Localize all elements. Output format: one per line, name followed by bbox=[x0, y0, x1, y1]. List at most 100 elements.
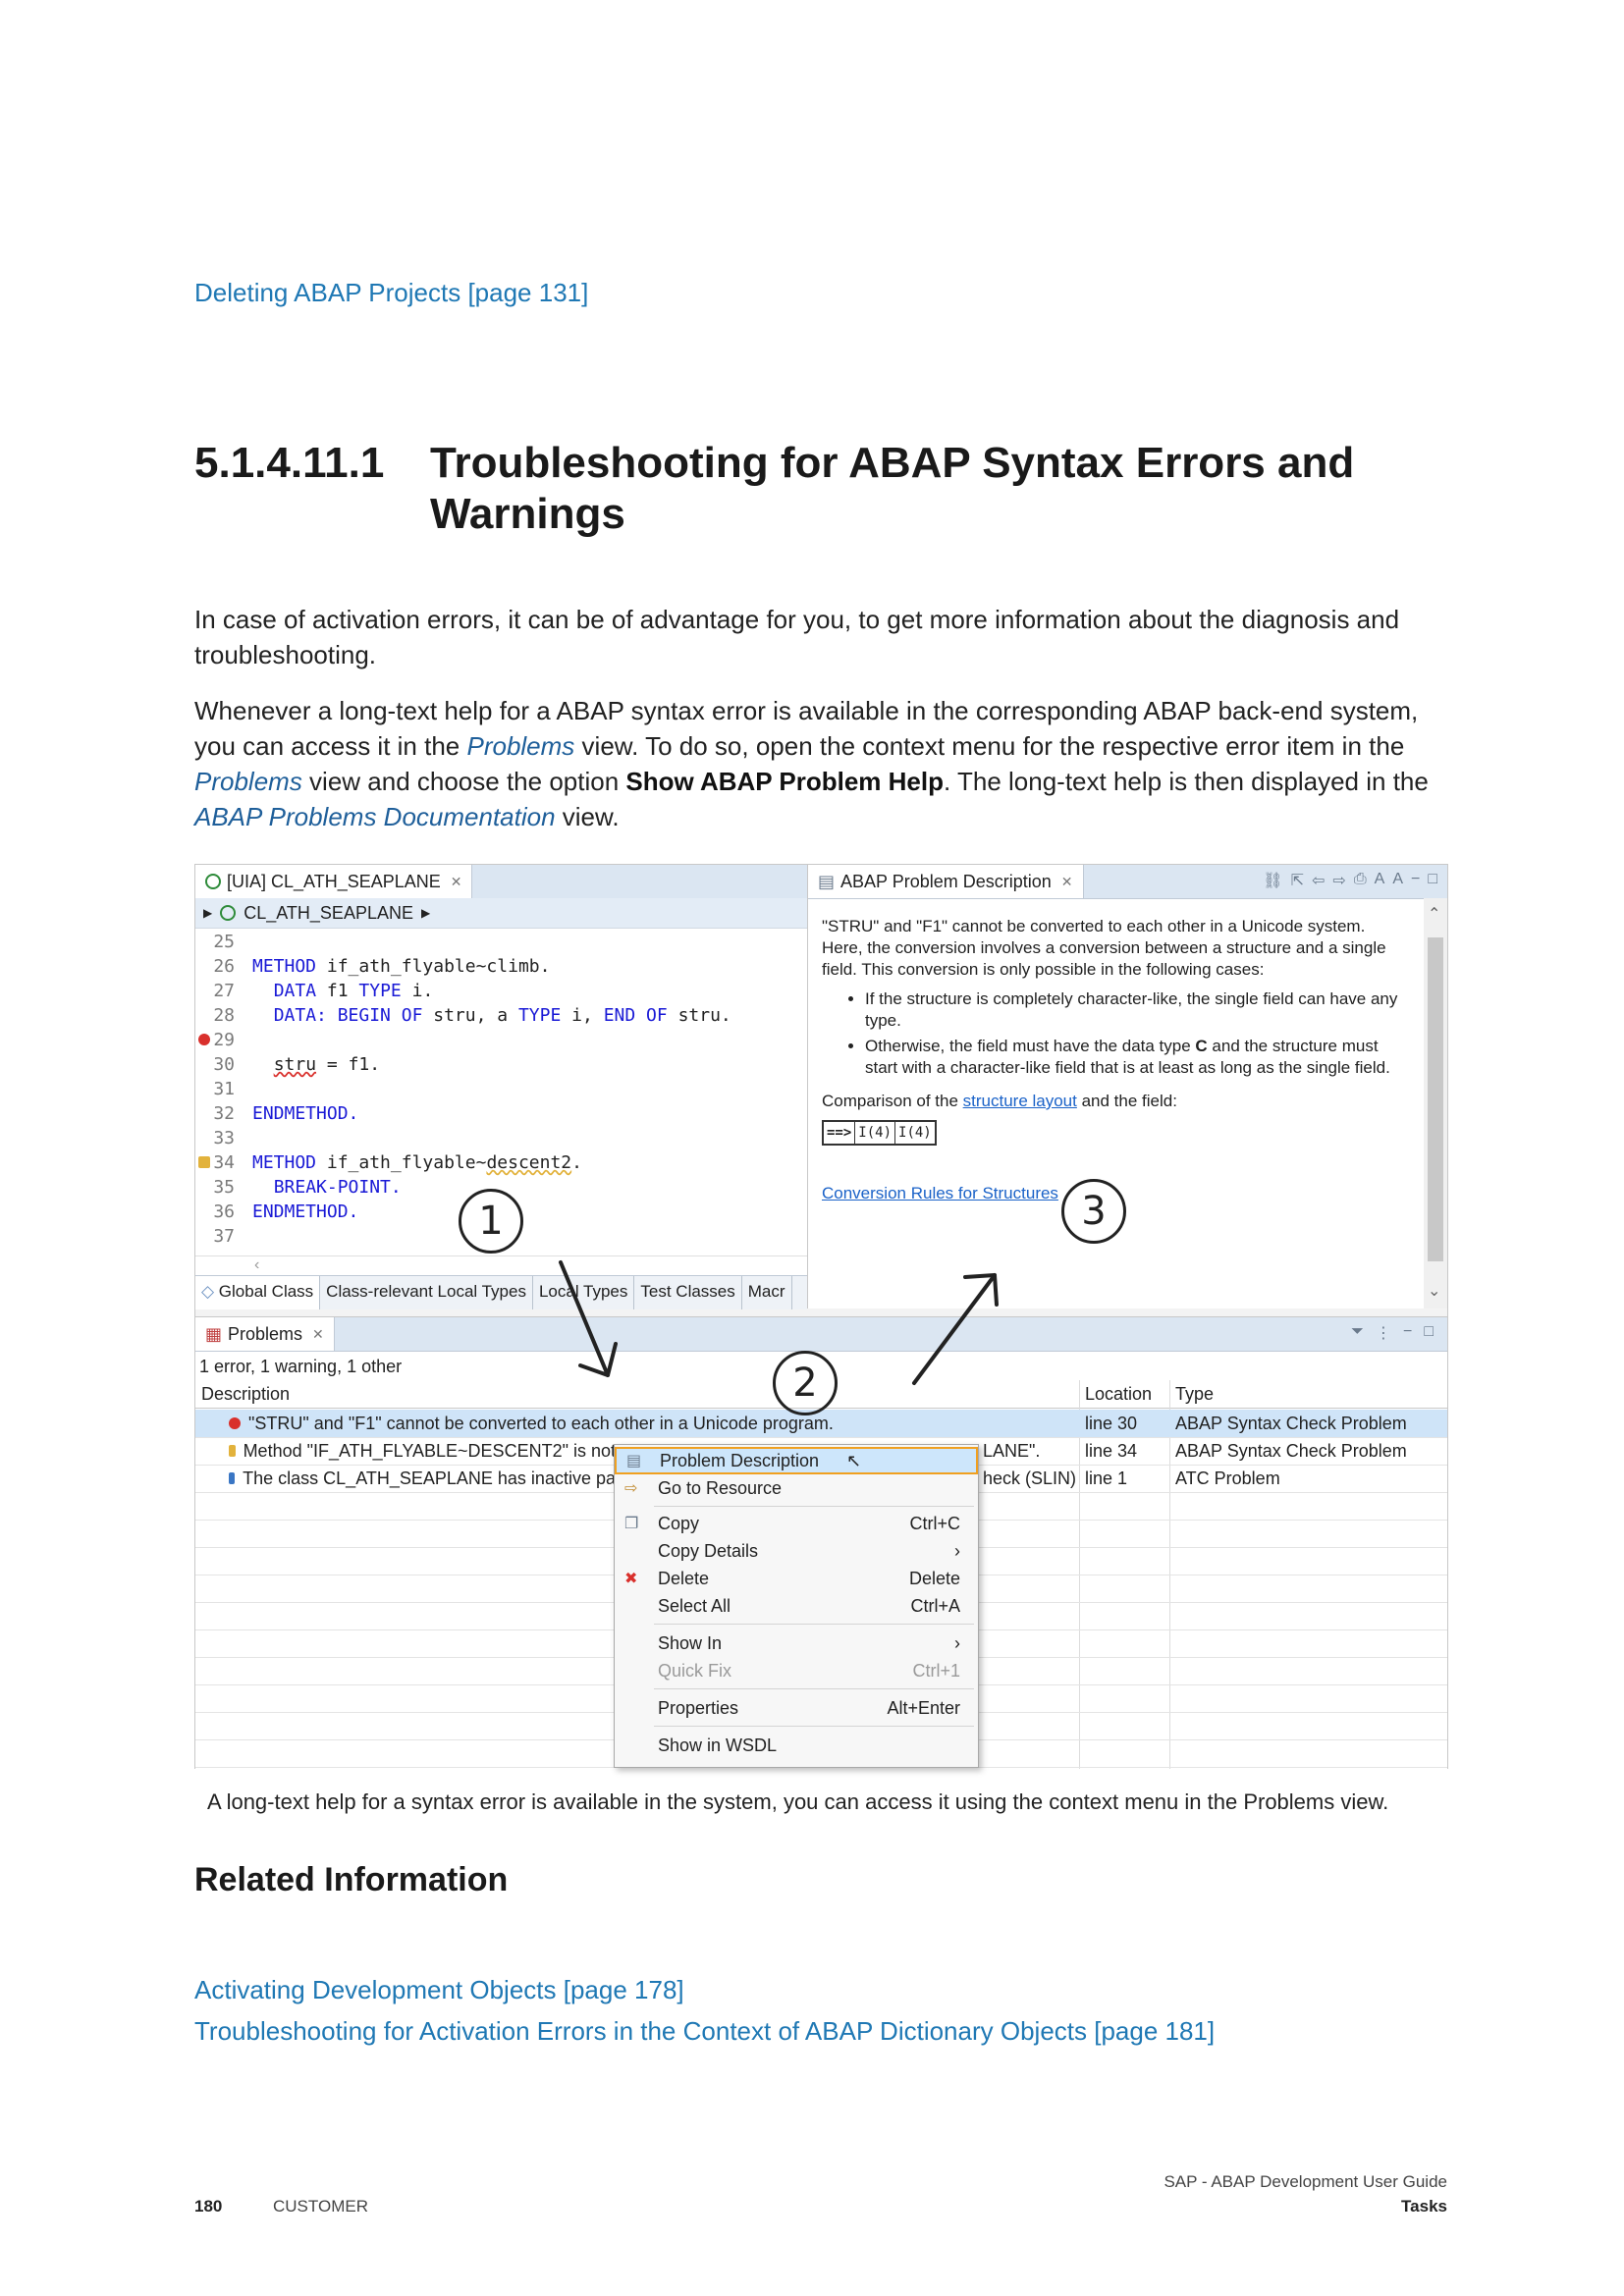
font-decrease-icon[interactable]: A bbox=[1392, 871, 1403, 887]
intro-paragraph: In case of activation errors, it can be … bbox=[194, 605, 1400, 669]
document-icon: ▤ bbox=[818, 871, 836, 891]
scroll-down-icon[interactable]: ⌄ bbox=[1428, 1283, 1441, 1300]
doc-intro: "STRU" and "F1" cannot be converted to e… bbox=[822, 917, 1386, 979]
copy-icon: ❐ bbox=[624, 1516, 639, 1532]
menu-item-go-to-resource[interactable]: ⇨Go to Resource bbox=[624, 1477, 783, 1498]
editor-tab[interactable]: [UIA] CL_ATH_SEAPLANE ✕ bbox=[195, 865, 473, 898]
doc-tab-label: ABAP Problem Description bbox=[840, 871, 1052, 891]
abap-editor-pane: [UIA] CL_ATH_SEAPLANE ✕ ▶ CL_ATH_SEAPLAN… bbox=[195, 865, 808, 1309]
chevron-right-icon[interactable]: ▶ bbox=[420, 906, 431, 920]
cursor-icon: ↖ bbox=[846, 1450, 862, 1470]
horizontal-scrollbar[interactable]: ‹ bbox=[195, 1255, 807, 1276]
conversion-rules-link[interactable]: Conversion Rules for Structures bbox=[822, 1184, 1058, 1202]
maximize-icon[interactable]: □ bbox=[1424, 1323, 1434, 1340]
footer-page-number: 180 bbox=[194, 2197, 223, 2216]
forward-icon[interactable]: ⇨ bbox=[1332, 873, 1346, 889]
doc-bullet: Otherwise, the field must have the data … bbox=[865, 1036, 1401, 1079]
problems-toolbar: ⏷ ⋮ − □ bbox=[1351, 1323, 1434, 1343]
minimize-icon[interactable]: − bbox=[1402, 1323, 1413, 1340]
scroll-left-icon[interactable]: ‹ bbox=[254, 1256, 260, 1273]
code-line: 28 DATA: BEGIN OF stru, a TYPE i, END OF… bbox=[213, 1005, 731, 1026]
close-icon[interactable]: ✕ bbox=[1060, 873, 1073, 889]
view-menu-icon[interactable]: ⋮ bbox=[1375, 1325, 1391, 1342]
code-line: 37 bbox=[213, 1226, 235, 1247]
print-icon[interactable]: ⎙ bbox=[1353, 871, 1367, 887]
heading-line1: Troubleshooting for ABAP Syntax Errors a… bbox=[430, 439, 1355, 487]
close-icon[interactable]: ✕ bbox=[450, 873, 462, 889]
menu-separator bbox=[654, 1624, 974, 1625]
editor-tab-label: [UIA] CL_ATH_SEAPLANE bbox=[227, 871, 441, 891]
tab-macros[interactable]: Macr bbox=[742, 1276, 792, 1309]
structure-layout-link[interactable]: structure layout bbox=[962, 1092, 1077, 1110]
maximize-icon[interactable]: □ bbox=[1428, 871, 1437, 887]
tab-class-relevant-local-types[interactable]: Class-relevant Local Types bbox=[320, 1276, 533, 1309]
error-icon bbox=[229, 1417, 241, 1429]
vertical-scrollbar[interactable]: ⌃ ⌄ bbox=[1424, 898, 1447, 1308]
code-line: 29 bbox=[213, 1030, 235, 1050]
context-menu: ▤Problem Description↖ ⇨Go to Resource ❐C… bbox=[614, 1444, 979, 1768]
top-related-link[interactable]: Deleting ABAP Projects [page 131] bbox=[194, 278, 589, 307]
doc-bullets: If the structure is completely character… bbox=[822, 988, 1401, 1079]
para2-text5: view. bbox=[555, 802, 620, 831]
editor-bottom-tabs: ◇ Global Class Class-relevant Local Type… bbox=[195, 1275, 807, 1309]
figure-caption: A long-text help for a syntax error is a… bbox=[207, 1789, 1389, 1814]
editor-breadcrumb[interactable]: ▶ CL_ATH_SEAPLANE ▶ bbox=[195, 898, 807, 929]
expand-arrow-icon[interactable]: ▶ bbox=[203, 906, 213, 920]
open-external-icon[interactable]: ⇱ bbox=[1290, 873, 1305, 889]
tab-local-types[interactable]: Local Types bbox=[533, 1276, 635, 1309]
code-line: 33 bbox=[213, 1128, 235, 1148]
code-line: 25 bbox=[213, 932, 235, 952]
menu-item-problem-description[interactable]: ▤Problem Description↖ bbox=[615, 1447, 978, 1474]
column-header-description[interactable]: Description bbox=[201, 1383, 291, 1404]
doc-comparison: Comparison of the structure layout and t… bbox=[822, 1092, 1177, 1110]
error-marker-icon[interactable] bbox=[198, 1034, 210, 1045]
problems-view-ref: Problems bbox=[466, 731, 575, 761]
code-line: 35 BREAK-POINT. bbox=[213, 1177, 402, 1198]
link-editor-icon[interactable]: ⛓ bbox=[1263, 873, 1283, 889]
menu-item-copy-details[interactable]: Copy Details› bbox=[658, 1540, 960, 1561]
menu-item-show-in[interactable]: Show In› bbox=[658, 1632, 960, 1653]
section-number: 5.1.4.11.1 bbox=[194, 439, 385, 487]
para2-text2: view. To do so, open the context menu fo… bbox=[574, 731, 1405, 761]
doc-toolbar: ⛓ ⇱ ⇦ ⇨ ⎙ A A − □ bbox=[1263, 871, 1437, 890]
scroll-up-icon[interactable]: ⌃ bbox=[1428, 906, 1441, 923]
instruction-paragraph: Whenever a long-text help for a ABAP syn… bbox=[194, 693, 1441, 834]
column-header-location[interactable]: Location bbox=[1085, 1383, 1153, 1404]
problems-tab[interactable]: ▦ Problems ✕ bbox=[195, 1317, 335, 1351]
font-increase-icon[interactable]: A bbox=[1374, 871, 1385, 887]
document-icon: ▤ bbox=[626, 1453, 642, 1469]
editor-tabbar: [UIA] CL_ATH_SEAPLANE ✕ bbox=[195, 865, 807, 899]
scroll-thumb[interactable] bbox=[1428, 937, 1443, 1261]
menu-item-show-in-wsdl[interactable]: Show in WSDL bbox=[658, 1735, 778, 1755]
column-header-type[interactable]: Type bbox=[1175, 1383, 1215, 1404]
back-icon[interactable]: ⇦ bbox=[1312, 873, 1326, 889]
section-heading: 5.1.4.11.1 Troubleshooting for ABAP Synta… bbox=[194, 438, 1354, 540]
tab-test-classes[interactable]: Test Classes bbox=[634, 1276, 742, 1309]
problems-summary: 1 error, 1 warning, 1 other bbox=[199, 1357, 403, 1376]
filter-icon[interactable]: ⏷ bbox=[1351, 1323, 1364, 1340]
doc-bullet: If the structure is completely character… bbox=[865, 988, 1401, 1032]
warning-marker-icon[interactable] bbox=[198, 1156, 210, 1168]
doc-tab[interactable]: ▤ ABAP Problem Description ✕ bbox=[808, 865, 1084, 898]
doc-tabbar: ▤ ABAP Problem Description ✕ ⛓ ⇱ ⇦ ⇨ ⎙ A… bbox=[808, 865, 1447, 899]
minimize-icon[interactable]: − bbox=[1410, 871, 1421, 887]
close-icon[interactable]: ✕ bbox=[312, 1325, 324, 1342]
related-link-troubleshooting-ddic[interactable]: Troubleshooting for Activation Errors in… bbox=[194, 2016, 1216, 2046]
heading-line2: Warnings bbox=[430, 490, 625, 538]
breadcrumb-class: CL_ATH_SEAPLANE bbox=[244, 902, 413, 923]
menu-separator bbox=[654, 1688, 974, 1689]
warning-icon bbox=[229, 1445, 236, 1457]
related-link-activating[interactable]: Activating Development Objects [page 178… bbox=[194, 1975, 684, 2004]
problems-view-ref-2: Problems bbox=[194, 767, 302, 796]
tab-global-class[interactable]: ◇ Global Class bbox=[195, 1276, 321, 1309]
table-row[interactable]: "STRU" and "F1" cannot be converted to e… bbox=[195, 1410, 1447, 1438]
para2-text3: view and choose the option bbox=[301, 767, 626, 796]
callout-3: 3 bbox=[1061, 1179, 1126, 1244]
